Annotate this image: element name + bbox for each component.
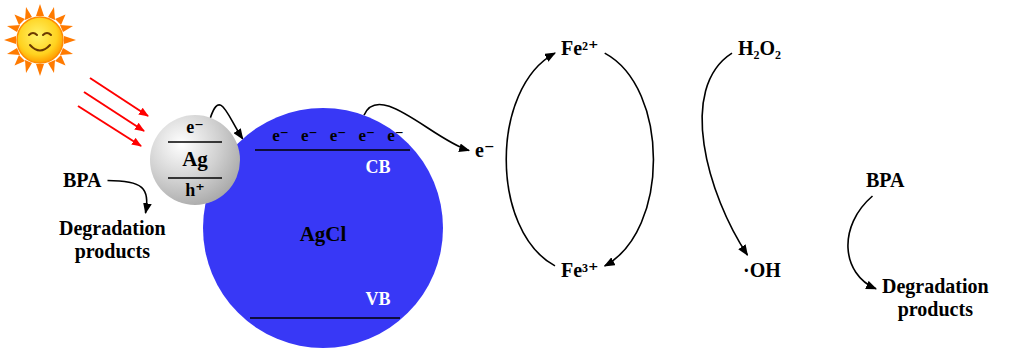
hole-label: h⁺ bbox=[185, 181, 205, 201]
electron-label: e⁻ bbox=[475, 139, 494, 162]
curved-arrow bbox=[605, 53, 654, 266]
radical-label: ·OH bbox=[743, 259, 781, 282]
product-label: Degradation products bbox=[57, 217, 168, 263]
oxidant-label: H₂O₂ bbox=[738, 37, 781, 60]
agcl-sphere: e⁻ e⁻ e⁻ e⁻ e⁻ CB AgClVB bbox=[203, 108, 443, 348]
pollutant-label: BPA bbox=[63, 169, 102, 192]
curved-arrow bbox=[506, 53, 555, 266]
radical-label: ·OH bbox=[741, 259, 783, 282]
ion-label: Fe²⁺ bbox=[559, 37, 601, 60]
sun-rays bbox=[4, 4, 76, 76]
pollutant-label: BPA bbox=[61, 169, 104, 192]
ag-particle: e⁻ Ag h⁺ bbox=[150, 115, 240, 205]
sun-body bbox=[17, 17, 63, 63]
sun-face bbox=[29, 33, 51, 51]
band-edge bbox=[168, 141, 222, 143]
band-label: CB bbox=[365, 158, 390, 178]
ion-label: Fe³⁺ bbox=[561, 259, 599, 282]
product-label: Degradation products bbox=[59, 217, 166, 263]
ion-label: Fe²⁺ bbox=[561, 37, 599, 60]
product-label: Degradation products bbox=[882, 275, 989, 321]
band-edge bbox=[168, 177, 222, 179]
band-edge bbox=[255, 149, 410, 151]
curved-arrow bbox=[108, 181, 147, 214]
pollutant-label: BPA bbox=[866, 169, 905, 192]
curved-arrow bbox=[702, 53, 747, 255]
oxidant-label: H₂O₂ bbox=[736, 37, 783, 60]
curved-arrow bbox=[848, 196, 876, 289]
light-arrows bbox=[78, 78, 148, 146]
electron-row: e⁻ e⁻ e⁻ e⁻ e⁻ bbox=[272, 127, 404, 146]
band-edge bbox=[250, 317, 400, 319]
sphere-label: AgCl bbox=[300, 223, 347, 246]
particle-label: Ag bbox=[182, 148, 208, 171]
band-label: VB bbox=[365, 290, 390, 310]
pollutant-label: BPA bbox=[864, 169, 907, 192]
electron-label: e⁻ bbox=[473, 139, 496, 162]
ion-label: Fe³⁺ bbox=[559, 259, 601, 282]
electron-label: e⁻ bbox=[186, 118, 204, 138]
product-label: Degradation products bbox=[880, 275, 991, 321]
